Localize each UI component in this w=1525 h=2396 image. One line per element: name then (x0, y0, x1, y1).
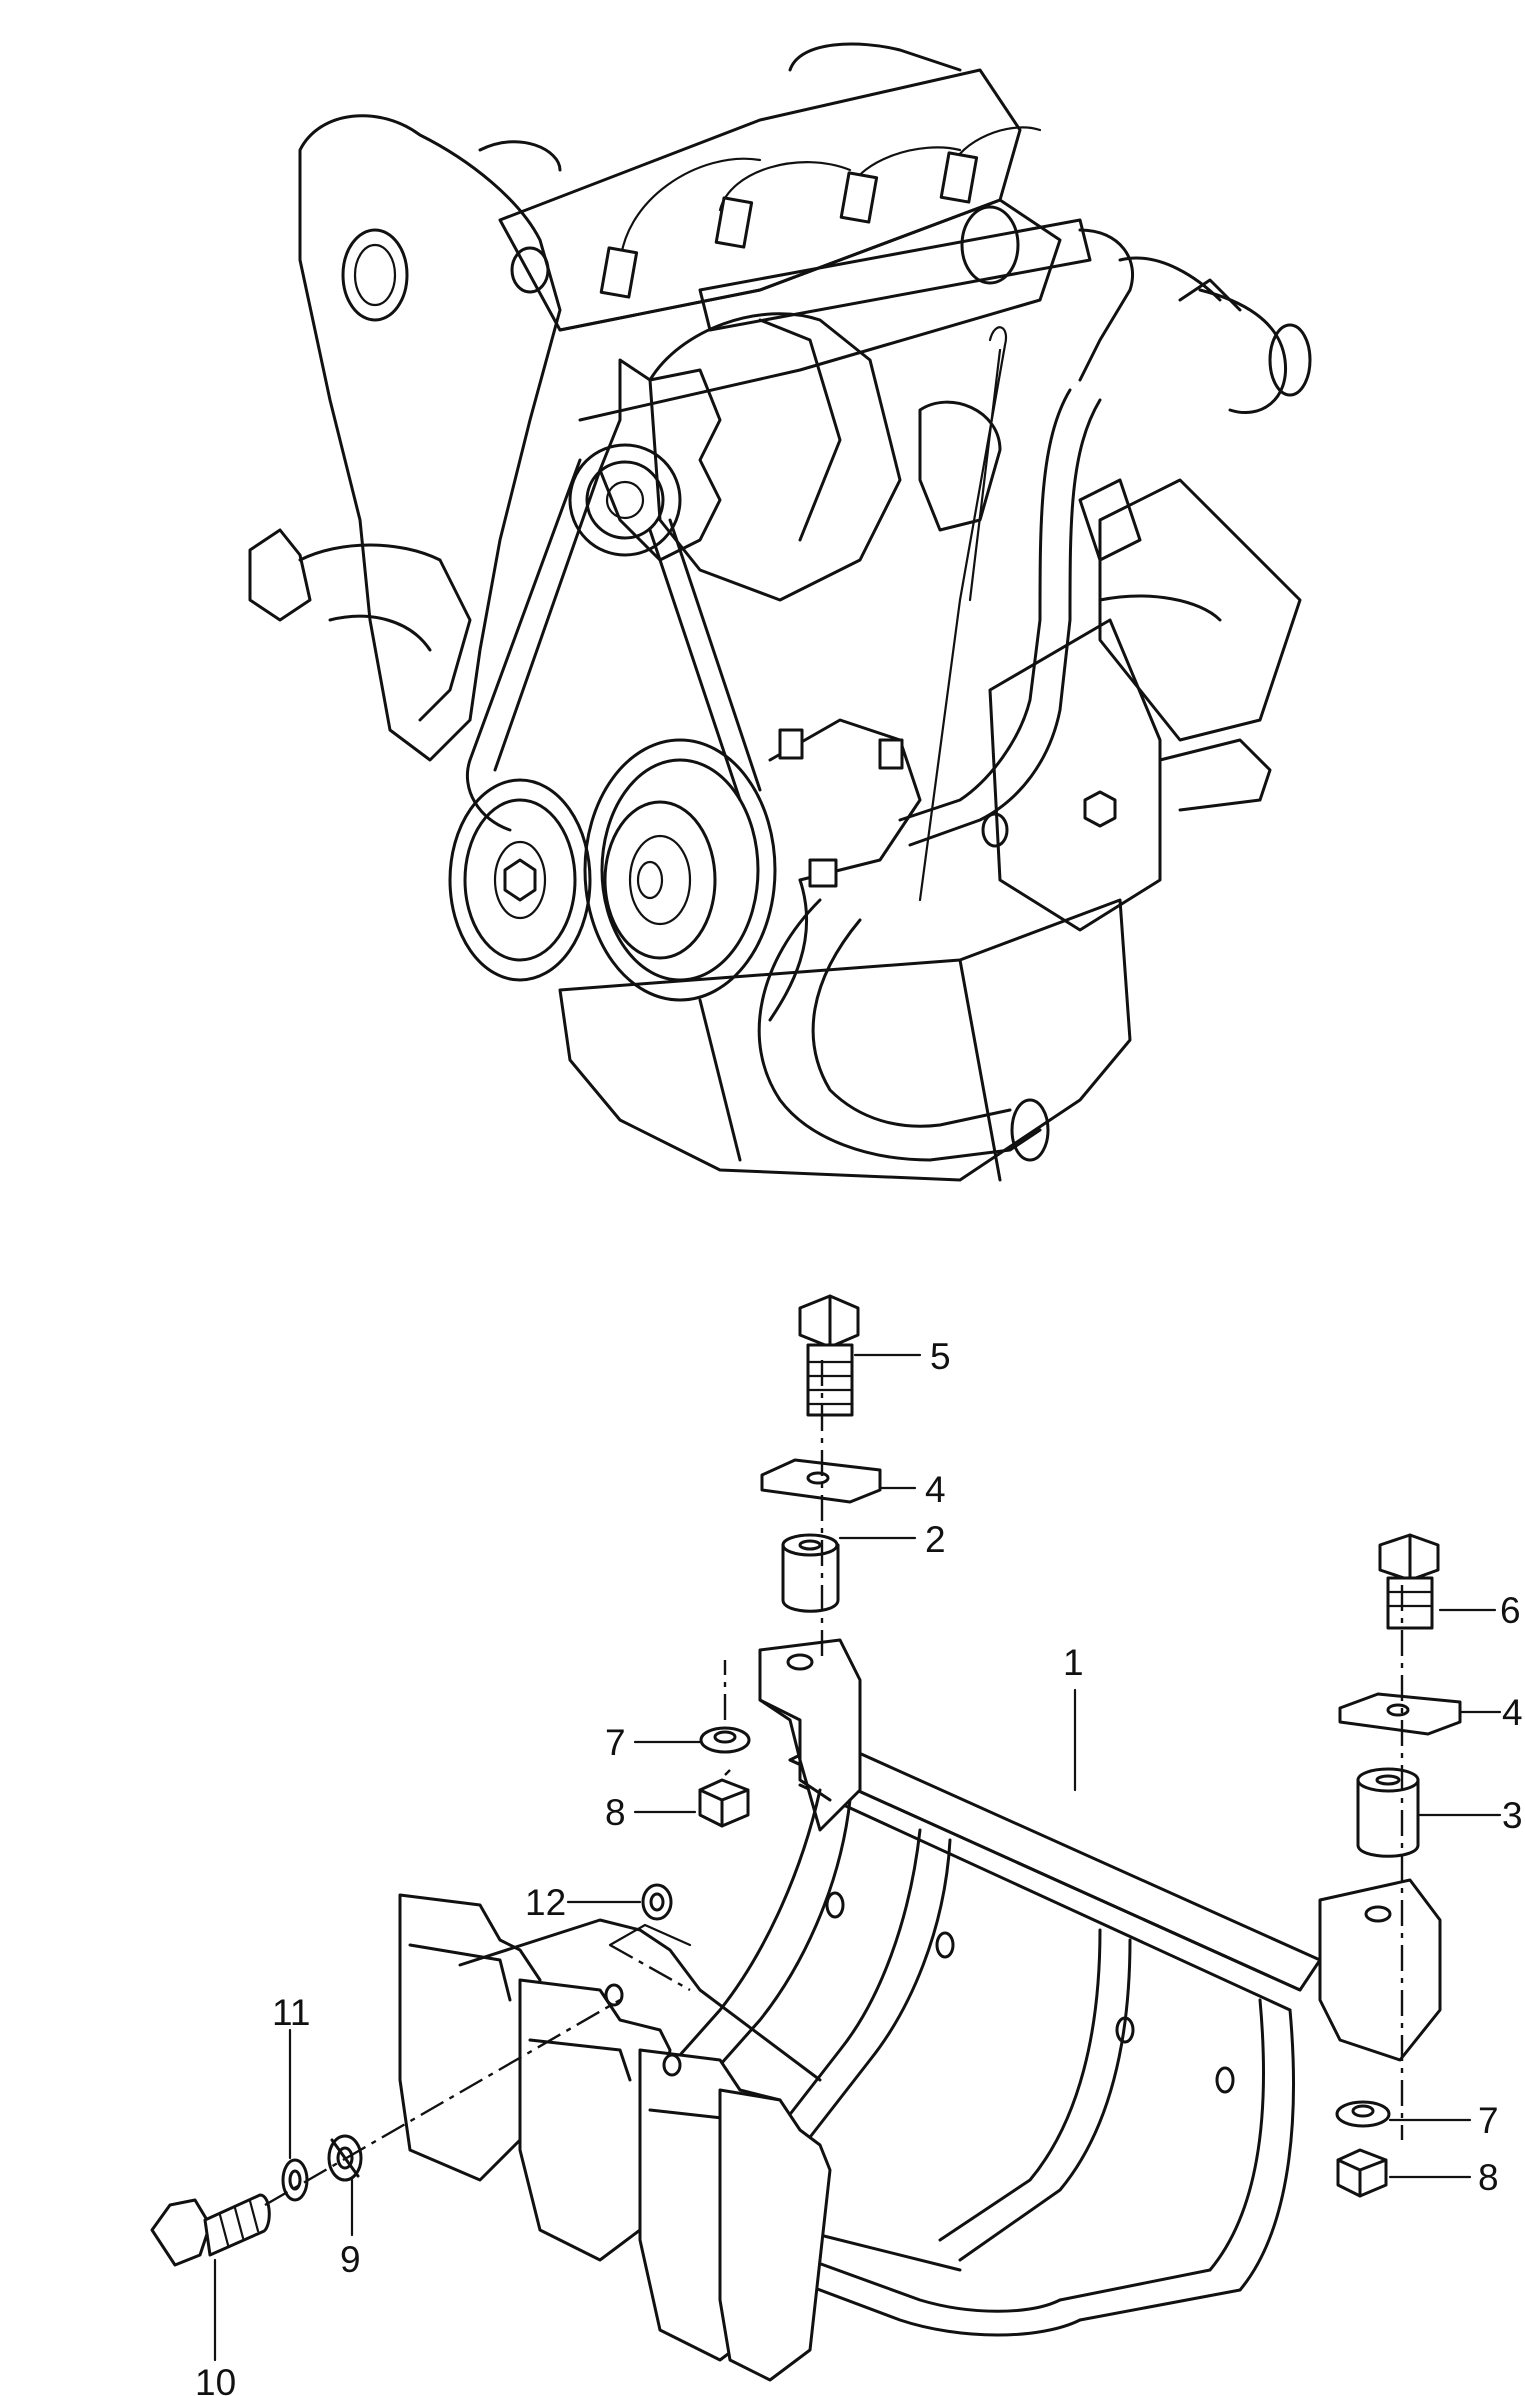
callout-6: 6 (1500, 1590, 1521, 1631)
callout-11: 11 (272, 1992, 310, 2033)
callout-10: 10 (195, 2362, 236, 2396)
bolt-5 (798, 1294, 860, 1417)
bolt-6 (1378, 1533, 1440, 1630)
callout-7-left: 7 (605, 1722, 626, 1763)
engine-guard-illustration (150, 1294, 1462, 2382)
callout-9: 9 (340, 2239, 361, 2280)
spacer-2 (781, 1533, 840, 1613)
callout-3: 3 (1502, 1795, 1523, 1836)
callout-8-left: 8 (605, 1792, 626, 1833)
callout-labels: 5 4 2 7 8 1 6 4 3 7 8 12 11 9 10 (195, 1336, 1523, 2396)
callout-leaders (213, 1353, 1502, 2362)
callout-4-right: 4 (1502, 1692, 1523, 1733)
callout-5: 5 (930, 1336, 951, 1377)
spacer-3 (1356, 1767, 1420, 1858)
callout-7-right: 7 (1478, 2100, 1499, 2141)
callout-2: 2 (925, 1519, 946, 1560)
engine-illustration (248, 42, 1312, 1182)
callout-4-upper: 4 (925, 1469, 946, 1510)
bolt-10 (150, 2193, 271, 2267)
callout-8-right: 8 (1478, 2157, 1499, 2198)
callout-12: 12 (525, 1882, 566, 1923)
callout-1: 1 (1063, 1642, 1084, 1683)
